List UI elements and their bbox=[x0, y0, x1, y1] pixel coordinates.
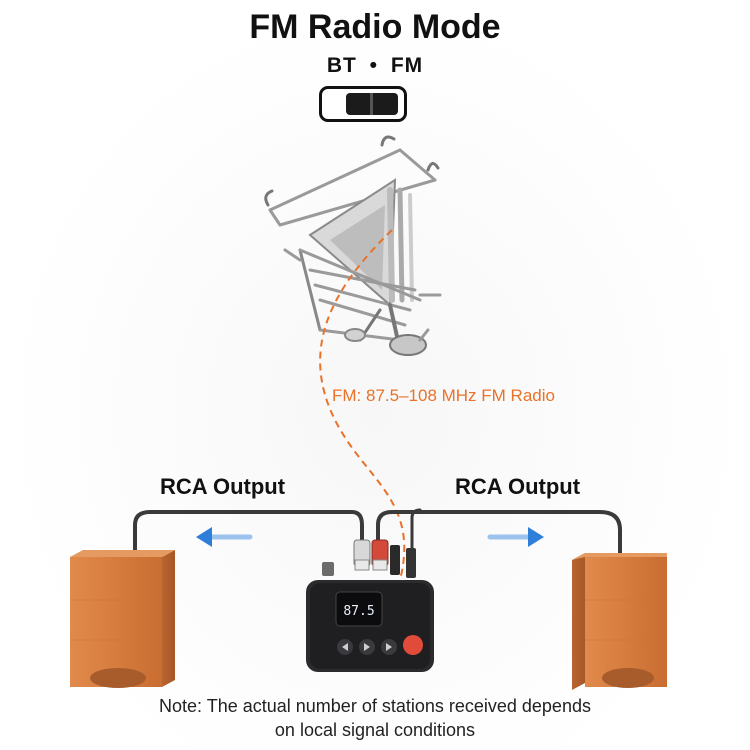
mode-switch bbox=[319, 86, 407, 122]
rca-output-right-label: RCA Output bbox=[455, 474, 581, 499]
arrow-right-icon bbox=[487, 527, 544, 547]
note-line-1: Note: The actual number of stations rece… bbox=[159, 696, 591, 716]
receiver-device bbox=[306, 580, 434, 672]
power-icon bbox=[403, 635, 423, 655]
frequency-label: FM: 87.5–108 MHz FM Radio bbox=[332, 386, 555, 405]
mode-separator: • bbox=[369, 54, 379, 77]
rca-cables bbox=[133, 508, 622, 559]
mode-label: BT • FM bbox=[0, 54, 750, 78]
device-display: 87.5 bbox=[343, 604, 374, 619]
right-speaker bbox=[572, 553, 667, 690]
mode-fm-label: FM bbox=[390, 54, 424, 77]
device-buttons bbox=[337, 635, 423, 655]
page-title: FM Radio Mode bbox=[249, 8, 501, 46]
note-text: Note: The actual number of stations rece… bbox=[0, 694, 750, 742]
mode-bt-label: BT bbox=[326, 54, 357, 77]
arrow-left-icon bbox=[196, 527, 253, 547]
mode-switch-knob bbox=[346, 93, 398, 115]
rca-plugs bbox=[322, 539, 416, 578]
rca-output-left-label: RCA Output bbox=[160, 474, 286, 499]
left-speaker bbox=[70, 550, 175, 688]
fm-antenna bbox=[264, 135, 442, 356]
note-line-2: on local signal conditions bbox=[274, 720, 476, 740]
